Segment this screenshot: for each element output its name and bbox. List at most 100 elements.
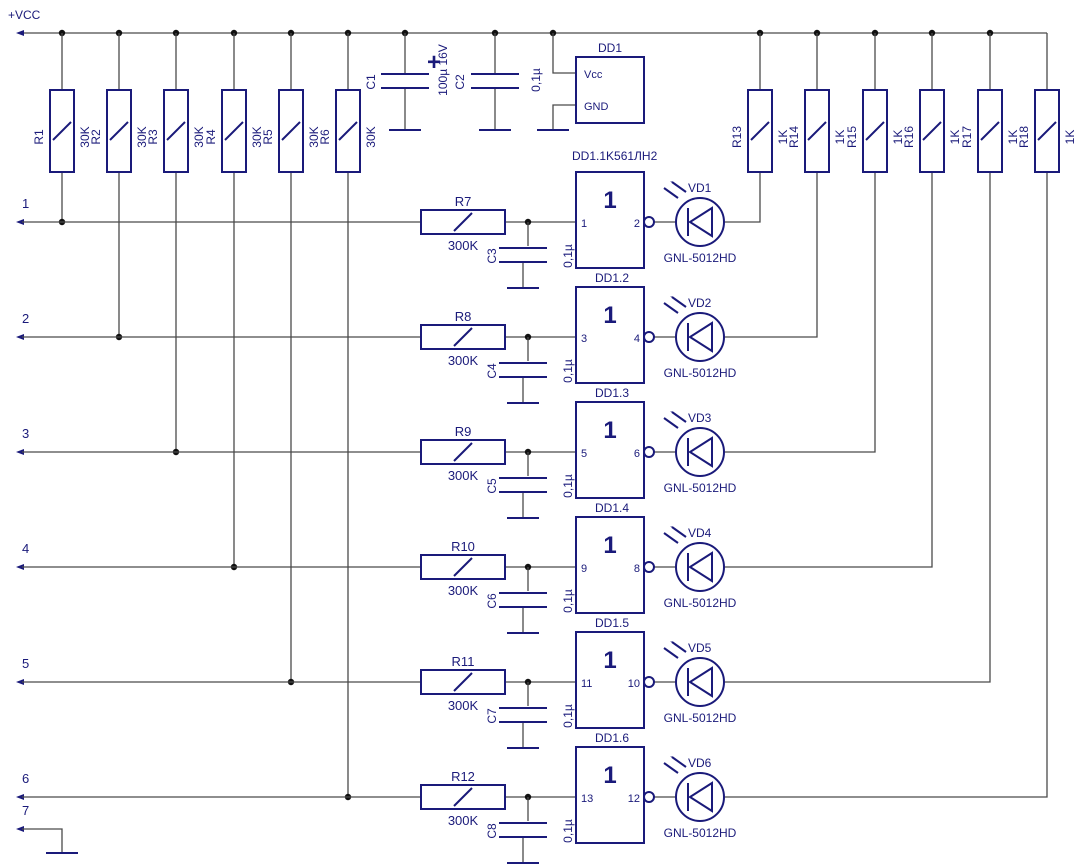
led-ref-3: VD3 [688, 411, 712, 425]
input-arrow-icon [16, 449, 24, 455]
cap-value-4: 0,1µ [561, 589, 575, 613]
wires [16, 29, 1048, 863]
series-res-1-body [420, 209, 506, 235]
led-2-ray2 [663, 302, 679, 314]
series-res-6-value: 300K [448, 813, 479, 828]
pullup-4-body [221, 89, 247, 173]
inverter-gate-3 [575, 401, 645, 499]
pullup-3-value: 30K [192, 126, 206, 147]
gate-ref-2: DD1.2 [595, 271, 629, 285]
components [46, 56, 1060, 864]
c1-value: 100µ 16V [436, 44, 450, 96]
led-part-3: GNL-5012HD [664, 481, 737, 495]
led-res-4-slash [922, 121, 942, 141]
pullup-1-slash [52, 121, 72, 141]
led-5-triangle [688, 666, 713, 698]
input-label-7: 7 [22, 803, 29, 818]
led-ref-6: VD6 [688, 756, 712, 770]
led-ray-arrow [670, 296, 676, 301]
cap-value-5: 0,1µ [561, 704, 575, 728]
series-res-2-value: 300K [448, 353, 479, 368]
led-ref-4: VD4 [688, 526, 712, 540]
led-6-icon [675, 772, 725, 822]
cap-ref-2: C4 [485, 363, 499, 379]
led-6-ray2 [663, 762, 679, 774]
dd1-power-block [575, 56, 645, 124]
input-label-4: 4 [22, 541, 29, 556]
led-6-triangle [688, 781, 713, 813]
cap-value-1: 0,1µ [561, 244, 575, 268]
led-4-icon [675, 542, 725, 592]
c2-value: 0,1µ [529, 68, 543, 92]
series-res-5-slash [453, 672, 473, 692]
inverter-gate-6 [575, 746, 645, 844]
input-arrow-icon [16, 219, 24, 225]
pullup-6-slash [338, 121, 358, 141]
led-ray-arrow [670, 641, 676, 646]
led-3-ray1 [671, 411, 687, 423]
inverter-gate-4 [575, 516, 645, 614]
pullup-6-value: 30K [364, 126, 378, 147]
pullup-3-slash [166, 121, 186, 141]
gate-ref-4: DD1.4 [595, 501, 629, 515]
led-2-ray1 [671, 296, 687, 308]
input-arrow-icon [16, 30, 24, 36]
c1-ref: C1 [364, 74, 378, 90]
gate-pin-out-1: 2 [634, 218, 640, 230]
c1-plus: + [427, 49, 441, 76]
pullup-4-slash [224, 121, 244, 141]
led-res-4-ref: R16 [902, 126, 916, 148]
led-res-2-ref: R14 [787, 126, 801, 148]
gate-symbol-6: 1 [603, 762, 616, 789]
gate-ref-6: DD1.6 [595, 731, 629, 745]
dd1-ref: DD1 [598, 41, 622, 55]
input-label-1: 1 [22, 196, 29, 211]
inversion-bubble-4 [643, 561, 655, 573]
led-4-ray2 [663, 532, 679, 544]
ground-input-wire [22, 828, 63, 853]
led-return-wire-4 [724, 172, 933, 568]
series-res-1-ref: R7 [455, 194, 472, 209]
led-ray-arrow [670, 756, 676, 761]
cap-ref-5: C7 [485, 708, 499, 724]
led-ref-2: VD2 [688, 296, 712, 310]
pullup-2-slash [109, 121, 129, 141]
series-res-1-slash [453, 212, 473, 232]
led-1-triangle [688, 206, 713, 238]
led-3-triangle [688, 436, 713, 468]
series-res-2-slash [453, 327, 473, 347]
inverter-gate-1 [575, 171, 645, 269]
cap-ref-4: C6 [485, 593, 499, 609]
gate-pin-out-2: 4 [634, 333, 640, 345]
led-ray-arrow [670, 411, 676, 416]
led-return-wire-5 [724, 172, 991, 683]
gate-pin-in-5: 11 [581, 678, 592, 690]
led-return-wire-1 [724, 172, 761, 223]
led-res-3-value: 1K [891, 130, 905, 145]
led-6-ray1 [671, 756, 687, 768]
led-part-4: GNL-5012HD [664, 596, 737, 610]
pullup-5-value: 30K [307, 126, 321, 147]
input-label-6: 6 [22, 771, 29, 786]
inverter-gate-5 [575, 631, 645, 729]
dd1-vcc-wire [552, 33, 576, 74]
gate-symbol-2: 1 [603, 302, 616, 329]
input-arrow-icon [16, 679, 24, 685]
led-res-1-value: 1K [776, 130, 790, 145]
input-arrow-icon [16, 564, 24, 570]
led-res-5-slash [980, 121, 1000, 141]
led-res-6-slash [1037, 121, 1057, 141]
inversion-bubble-3 [643, 446, 655, 458]
led-1-icon [675, 197, 725, 247]
pullup-4-ref: R4 [204, 129, 218, 145]
led-5-ray1 [671, 641, 687, 653]
series-res-6-body [420, 784, 506, 810]
pullup-6-ref: R6 [318, 129, 332, 145]
cap-value-2: 0,1µ [561, 359, 575, 383]
gate-symbol-4: 1 [603, 532, 616, 559]
pullup-5-slash [281, 121, 301, 141]
gate-ref-5: DD1.5 [595, 616, 629, 630]
series-res-3-value: 300K [448, 468, 479, 483]
input-label-2: 2 [22, 311, 29, 326]
